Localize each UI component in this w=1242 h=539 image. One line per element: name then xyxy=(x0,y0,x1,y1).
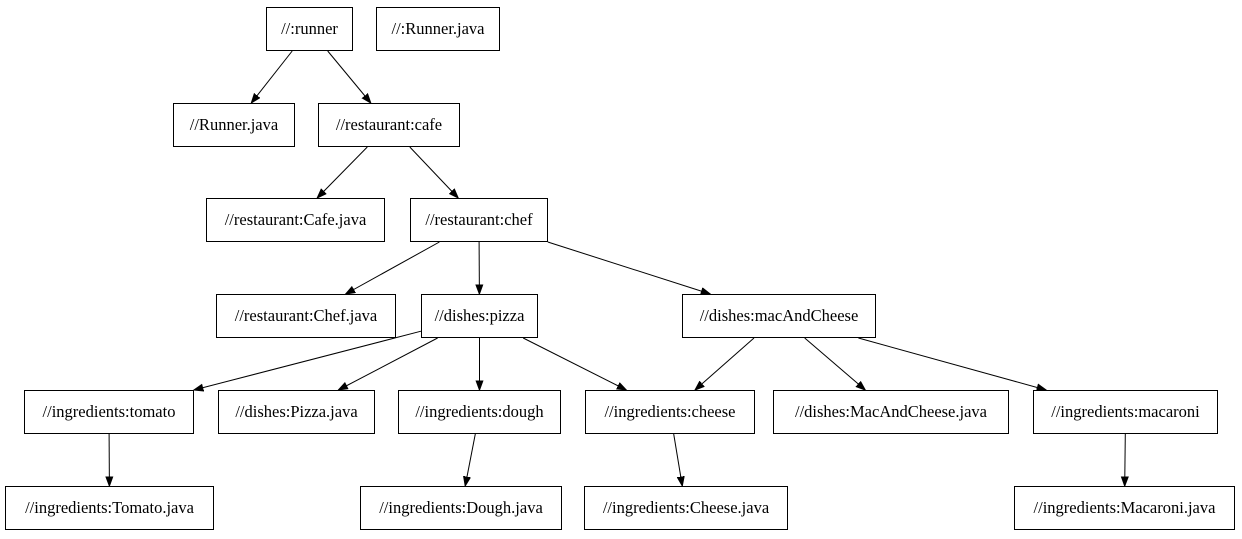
graph-node-runner: //:runner xyxy=(266,7,353,51)
graph-edge-runner-to-cafe xyxy=(327,50,371,103)
graph-node-tomato: //ingredients:tomato xyxy=(24,390,194,434)
graph-node-label: //restaurant:Cafe.java xyxy=(224,209,367,229)
graph-node-mac-and-cheese: //dishes:macAndCheese xyxy=(682,294,876,338)
graph-node-label: //ingredients:cheese xyxy=(604,401,736,421)
graph-node-label: //ingredients:dough xyxy=(415,401,544,421)
graph-node-label: //:runner xyxy=(281,18,338,38)
graph-node-mac-and-cheese-java: //dishes:MacAndCheese.java xyxy=(773,390,1009,434)
graph-node-pizza: //dishes:pizza xyxy=(421,294,538,338)
graph-edge-mac-and-cheese-to-cheese xyxy=(695,337,755,390)
graph-edge-cafe-to-cafe-java xyxy=(317,146,368,198)
graph-node-label: //ingredients:Tomato.java xyxy=(25,497,194,517)
graph-edge-pizza-to-tomato xyxy=(194,330,422,390)
graph-edge-chef-to-chef-java xyxy=(346,241,440,294)
graph-node-label: //ingredients:Macaroni.java xyxy=(1033,497,1216,517)
graph-node-chef: //restaurant:chef xyxy=(410,198,548,242)
graph-node-label: //dishes:Pizza.java xyxy=(235,401,358,421)
graph-edge-chef-to-mac-and-cheese xyxy=(547,241,711,294)
graph-node-label: //dishes:macAndCheese xyxy=(699,305,859,325)
graph-node-label: //ingredients:tomato xyxy=(42,401,176,421)
graph-edge-dough-to-dough-java xyxy=(465,433,476,486)
graph-edge-mac-and-cheese-to-mac-and-cheese-java xyxy=(804,337,866,390)
graph-node-label: //restaurant:Chef.java xyxy=(234,305,378,325)
graph-node-label: //restaurant:chef xyxy=(425,209,533,229)
graph-edge-runner-to-runner-java xyxy=(251,50,293,103)
graph-edge-mac-and-cheese-to-macaroni xyxy=(858,337,1046,390)
graph-node-pizza-java: //dishes:Pizza.java xyxy=(218,390,375,434)
graph-node-label: //dishes:pizza xyxy=(434,305,525,325)
graph-node-macaroni-java: //ingredients:Macaroni.java xyxy=(1014,486,1235,530)
graph-node-dough: //ingredients:dough xyxy=(398,390,561,434)
graph-node-tomato-java: //ingredients:Tomato.java xyxy=(5,486,214,530)
graph-node-label: //Runner.java xyxy=(189,114,279,134)
graph-node-runner-java: //Runner.java xyxy=(173,103,295,147)
graph-node-label: //ingredients:Dough.java xyxy=(379,497,543,517)
graph-node-chef-java: //restaurant:Chef.java xyxy=(216,294,396,338)
graph-edge-cafe-to-chef xyxy=(409,146,458,198)
graph-edge-pizza-to-pizza-java xyxy=(338,337,438,390)
graph-node-cheese-java: //ingredients:Cheese.java xyxy=(584,486,788,530)
graph-node-macaroni: //ingredients:macaroni xyxy=(1033,390,1218,434)
graph-node-cafe-java: //restaurant:Cafe.java xyxy=(206,198,385,242)
graph-node-label: //:Runner.java xyxy=(391,18,485,38)
graph-edge-cheese-to-cheese-java xyxy=(673,433,683,486)
graph-node-cheese: //ingredients:cheese xyxy=(585,390,755,434)
graph-node-label: //ingredients:macaroni xyxy=(1051,401,1200,421)
graph-node-label: //restaurant:cafe xyxy=(335,114,443,134)
graph-node-cafe: //restaurant:cafe xyxy=(318,103,460,147)
graph-edge-pizza-to-cheese xyxy=(522,337,626,390)
graph-node-runner-java-file: //:Runner.java xyxy=(376,7,500,51)
graph-node-label: //dishes:MacAndCheese.java xyxy=(795,401,987,421)
graph-node-dough-java: //ingredients:Dough.java xyxy=(360,486,562,530)
graph-edge-macaroni-to-macaroni-java xyxy=(1125,433,1126,486)
graph-node-label: //ingredients:Cheese.java xyxy=(602,497,770,517)
